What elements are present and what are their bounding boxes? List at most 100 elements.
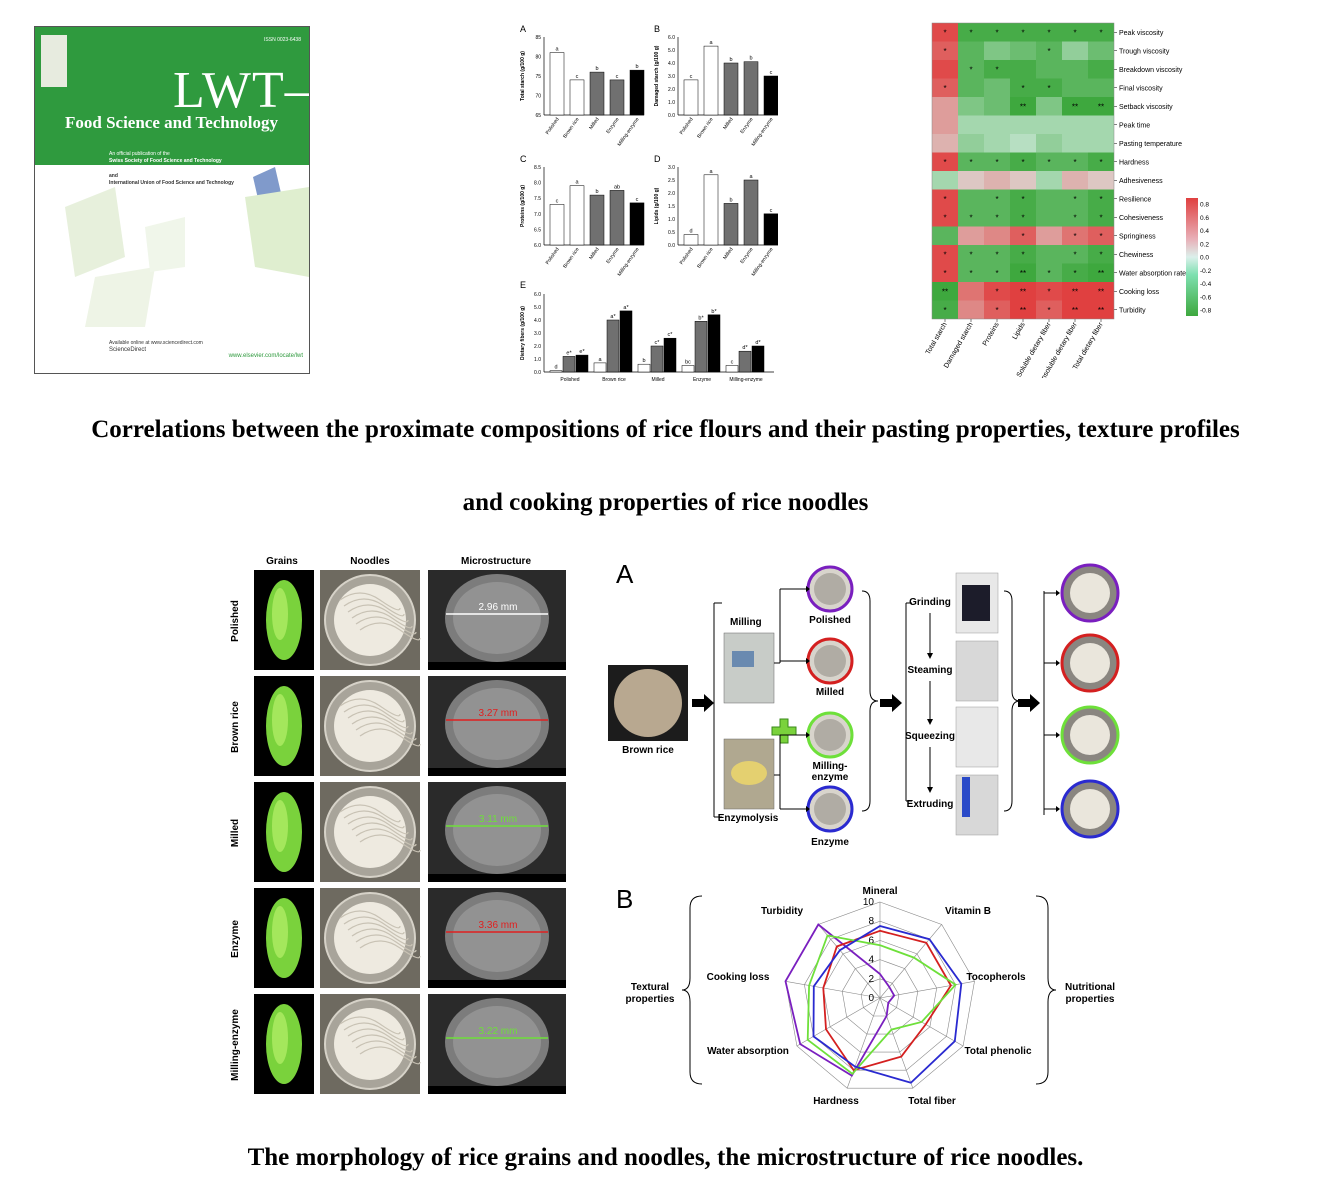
significance-mark: ** [1020, 269, 1026, 278]
brace-left [681, 895, 703, 1085]
heatmap-cell [1010, 60, 1036, 79]
grain-highlight [272, 588, 288, 640]
y-axis-label: Damaged starch (g/100 g) [654, 45, 660, 106]
col-label: Total dietary fiber [1072, 321, 1105, 371]
product-arrowhead [806, 732, 810, 738]
noodle-strand [359, 1046, 421, 1065]
heatmap-cell [1036, 115, 1062, 134]
bar [589, 194, 605, 246]
colorbar-tick: 0.6 [1200, 215, 1209, 222]
bar-letter: c [731, 360, 734, 366]
significance-mark: * [995, 269, 998, 278]
heatmap-cell [984, 115, 1010, 134]
radar-axis-label: Vitamin B [945, 906, 991, 917]
bar-letter: c [576, 74, 579, 80]
significance-mark: * [969, 269, 972, 278]
grain-highlight [272, 906, 288, 958]
noodle-result-mass [1070, 715, 1110, 755]
heatmap-cell [1010, 226, 1036, 245]
heatmap-cell [1010, 97, 1036, 116]
row-label: Resilience [1119, 196, 1151, 203]
y-tick-label: 2.0 [668, 87, 675, 93]
significance-mark: * [1021, 232, 1024, 241]
bar-letter: b [642, 358, 645, 364]
noodle-strand [347, 816, 409, 835]
arrow-right [692, 694, 714, 712]
heatmap-cell [1062, 282, 1088, 301]
significance-mark: * [969, 28, 972, 37]
radar-spoke [879, 997, 914, 1089]
row-label: Cooking loss [1119, 289, 1160, 296]
bar [694, 321, 708, 373]
cover-pub-line2: Swiss Society of Food Science and Techno… [109, 158, 222, 164]
y-tick-label: 6.0 [668, 35, 675, 41]
heatmap-cell [958, 78, 984, 97]
bar-letter: ab [614, 184, 620, 190]
significance-mark: * [1099, 28, 1102, 37]
radar-axis-label: Total phenolic [964, 1046, 1031, 1057]
y-tick-label: 2.0 [534, 344, 541, 350]
heatmap-cell [984, 152, 1010, 171]
y-tick-label: 1.0 [668, 217, 675, 223]
noodle-strand [355, 616, 417, 635]
step-label: Steaming [907, 665, 952, 676]
row-label: Turbidity [1119, 307, 1146, 314]
bar [763, 213, 778, 246]
heatmap-cell [1036, 263, 1062, 282]
panel-letter: D [654, 154, 661, 164]
x-tick-label: Milling-enzyme [751, 117, 775, 148]
cover-journal-subtitle: Food Science and Technology [65, 113, 279, 132]
noodle-strand [343, 916, 405, 935]
significance-mark: * [1073, 269, 1076, 278]
bar [569, 185, 585, 246]
product-arrowhead [806, 806, 810, 812]
right-label-line2: properties [1066, 994, 1115, 1005]
colorbar-tick: -0.6 [1200, 294, 1212, 301]
heatmap-cell [984, 41, 1010, 60]
noodle-strand [339, 592, 401, 611]
row-label: Water absorption rate [1119, 270, 1186, 277]
cover-decoration [65, 167, 309, 327]
bar-letter: b [595, 189, 598, 195]
noodle-strand [355, 1040, 417, 1059]
significance-mark: * [943, 269, 946, 278]
y-tick-label: 65 [535, 113, 541, 119]
caption-bottom: The morphology of rice grains and noodle… [247, 1144, 1084, 1171]
significance-mark: * [1099, 158, 1102, 167]
y-tick-label: 7.5 [534, 196, 541, 202]
significance-mark: ** [1072, 102, 1078, 111]
heatmap-cell [984, 97, 1010, 116]
radar-tick: 10 [863, 897, 875, 908]
colorbar-tick: 0.2 [1200, 241, 1209, 248]
x-tick-label: Milled [722, 117, 735, 131]
heatmap-cell [1062, 78, 1088, 97]
noodle-strand [339, 910, 401, 929]
row-label: Adhesiveness [1119, 178, 1163, 185]
row-label: Pasting temperature [1119, 141, 1182, 148]
heatmap-cell [1036, 60, 1062, 79]
x-tick-label: Polished [560, 377, 579, 383]
caption-top-line2: and cooking properties of rice noodles [462, 489, 869, 516]
bar [549, 370, 563, 373]
heatmap-cell [984, 189, 1010, 208]
radar-spoke [879, 924, 942, 999]
x-tick-label: Milled [588, 247, 601, 261]
heatmap-cell [1036, 226, 1062, 245]
significance-mark: * [1099, 213, 1102, 222]
heatmap-cell [932, 41, 958, 60]
heatmap-cell [984, 245, 1010, 264]
heatmap-cell [1010, 134, 1036, 153]
heatmap-cell [984, 300, 1010, 319]
radar-spoke [796, 997, 881, 1047]
noodle-strand [339, 698, 401, 717]
milling-label: Milling [730, 617, 762, 628]
heatmap-cell [932, 134, 958, 153]
bar [703, 174, 719, 246]
radar-axis-label: Water absorption [707, 1046, 789, 1057]
significance-mark: * [1021, 158, 1024, 167]
row-label: Polished [230, 600, 241, 642]
heatmap-cell [1088, 171, 1114, 190]
significance-mark: * [1099, 250, 1102, 259]
